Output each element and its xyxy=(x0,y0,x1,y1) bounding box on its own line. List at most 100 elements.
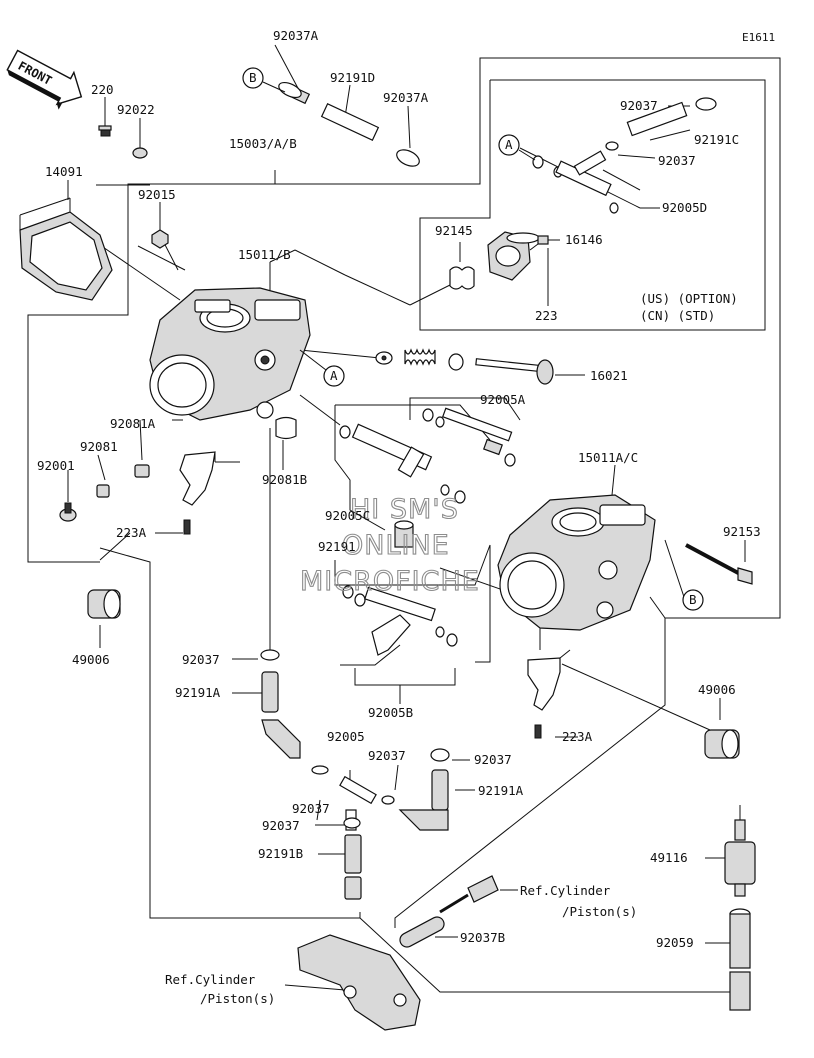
label-92037-m: 92037 xyxy=(182,652,220,667)
callout-A-lower: A xyxy=(299,349,345,387)
label-49006-l: 49006 xyxy=(72,652,110,667)
pipe-92191C xyxy=(626,97,717,137)
label-92005C: 92005C xyxy=(325,508,370,523)
label-92037-c2: 92037 xyxy=(474,752,512,767)
ref-lower-line1: Ref.Cylinder xyxy=(165,972,256,987)
label-49116: 49116 xyxy=(650,850,688,865)
callout-A-upper: A xyxy=(498,134,536,161)
label-220: 220 xyxy=(91,82,114,97)
ref-upper-line1: Ref.Cylinder xyxy=(520,883,611,898)
label-92037-c3: 92037 xyxy=(292,801,330,816)
carburetor-15011AC xyxy=(497,494,656,631)
fitting-92005D xyxy=(532,141,619,214)
pipe-92005A xyxy=(422,407,516,467)
callout-B-upper: B xyxy=(242,67,286,93)
rubber-mount-49006-right xyxy=(704,729,740,759)
svg-text:A: A xyxy=(505,137,513,152)
watermark: HI SM'S ONLINE MICROFICHE xyxy=(299,493,480,597)
carburetor-cover-14091 xyxy=(19,197,113,301)
pipe-92191B xyxy=(343,817,362,900)
label-14091: 14091 xyxy=(45,164,83,179)
option-note-line1: (US) (OPTION) xyxy=(640,291,738,306)
label-223A-1: 223A xyxy=(116,525,147,540)
label-92037-c4: 92037 xyxy=(262,818,300,833)
label-92037-c1: 92037 xyxy=(368,748,406,763)
label-92191B: 92191B xyxy=(258,846,303,861)
spring-92081B xyxy=(275,416,297,440)
label-92191A-l: 92191A xyxy=(175,685,221,700)
bracket-left xyxy=(179,451,240,535)
hose-92191A-left xyxy=(260,649,301,759)
cover-16146 xyxy=(487,231,540,281)
adjust-screw-16021 xyxy=(375,348,554,385)
label-92005A: 92005A xyxy=(480,392,526,407)
part-labels: 92037A 92191D 92037A 220 92022 15003/A/B… xyxy=(37,28,761,1006)
label-92037A-2: 92037A xyxy=(383,90,429,105)
svg-text:MICROFICHE: MICROFICHE xyxy=(300,566,480,597)
label-92191A-r: 92191A xyxy=(478,783,524,798)
screw-92001 xyxy=(59,502,77,522)
screw-223 xyxy=(529,235,549,251)
label-223: 223 xyxy=(535,308,558,323)
diagram-code: E1611 xyxy=(742,31,775,44)
svg-text:A: A xyxy=(330,368,338,383)
label-92191D: 92191D xyxy=(330,70,375,85)
spring-92081A xyxy=(134,464,150,478)
screw-220 xyxy=(98,125,112,137)
leader-lines xyxy=(67,44,746,991)
carburetor-15011B xyxy=(149,287,311,421)
callout-B-lower: B xyxy=(682,589,704,611)
label-92153: 92153 xyxy=(723,524,761,539)
front-arrow-icon: FRONT xyxy=(6,49,83,110)
engine-ref-piece xyxy=(297,934,421,1031)
label-92081: 92081 xyxy=(80,439,118,454)
label-16021: 16021 xyxy=(590,368,628,383)
option-note-line2: (CN) (STD) xyxy=(640,308,715,323)
svg-text:HI SM'S: HI SM'S xyxy=(350,494,459,525)
label-92081A: 92081A xyxy=(110,416,156,431)
label-92022: 92022 xyxy=(117,102,155,117)
label-92059: 92059 xyxy=(656,935,694,950)
pipe-92005C xyxy=(339,423,466,504)
svg-text:B: B xyxy=(249,70,257,85)
label-92037-r2: 92037 xyxy=(658,153,696,168)
spring-92081 xyxy=(96,484,110,498)
fitting-92005B xyxy=(342,585,458,656)
ref-upper-line2: /Piston(s) xyxy=(562,904,637,919)
label-92081B: 92081B xyxy=(262,472,307,487)
nut-92015 xyxy=(151,229,169,249)
label-92037-r1: 92037 xyxy=(620,98,658,113)
washer-92022 xyxy=(132,147,148,159)
label-16146: 16146 xyxy=(565,232,603,247)
screw-92153 xyxy=(685,543,753,585)
label-15011B: 15011/B xyxy=(238,247,291,262)
parts-drawings xyxy=(19,81,756,1031)
label-15003: 15003/A/B xyxy=(229,136,297,151)
label-92005: 92005 xyxy=(327,729,365,744)
pipe-92191D xyxy=(278,81,420,167)
svg-text:B: B xyxy=(689,592,697,607)
fitting-49116 xyxy=(724,819,756,897)
hose-92191A-right xyxy=(398,748,450,831)
spring-92145 xyxy=(449,266,475,290)
label-92005D: 92005D xyxy=(662,200,707,215)
label-92037B: 92037B xyxy=(460,930,505,945)
hose-92059 xyxy=(729,908,751,1011)
pipe-92037B xyxy=(399,875,499,948)
label-92001: 92001 xyxy=(37,458,75,473)
rubber-mount-49006-left xyxy=(87,589,121,619)
label-92191: 92191 xyxy=(318,539,356,554)
label-92037A-top: 92037A xyxy=(273,28,319,43)
label-92005B: 92005B xyxy=(368,705,413,720)
group-frames xyxy=(27,57,781,1010)
label-223A-2: 223A xyxy=(562,729,593,744)
label-92015: 92015 xyxy=(138,187,176,202)
bracket-right xyxy=(527,649,571,739)
label-49006-r: 49006 xyxy=(698,682,736,697)
label-92191C: 92191C xyxy=(694,132,739,147)
label-92145: 92145 xyxy=(435,223,473,238)
svg-text:ONLINE: ONLINE xyxy=(342,530,450,561)
label-15011AC: 15011A/C xyxy=(578,450,638,465)
ref-lower-line2: /Piston(s) xyxy=(200,991,275,1006)
